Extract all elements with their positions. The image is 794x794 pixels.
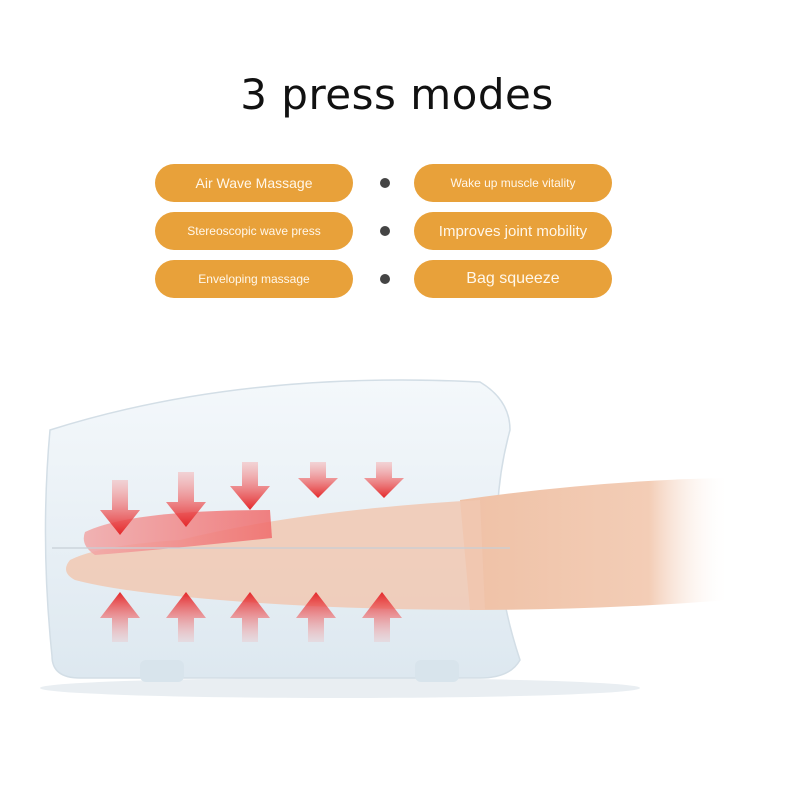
hand-massager-illustration bbox=[40, 379, 730, 698]
floor-shadow bbox=[40, 678, 640, 698]
mode-row-1: Air Wave Massage Wake up muscle vitality bbox=[155, 164, 615, 202]
device-foot-right bbox=[415, 660, 459, 682]
bullet-dot bbox=[380, 178, 390, 188]
benefit-label-bag-squeeze: Bag squeeze bbox=[414, 260, 612, 298]
arrow-down-icon bbox=[298, 462, 338, 498]
arrow-up-icon bbox=[362, 592, 402, 642]
compression-arrows-bottom bbox=[100, 592, 402, 642]
page-title: 3 press modes bbox=[240, 70, 554, 119]
arrow-up-icon bbox=[230, 592, 270, 642]
arrow-down-icon bbox=[364, 462, 404, 498]
mode-row-3: Enveloping massage Bag squeeze bbox=[155, 260, 615, 298]
benefit-label-joint-mobility: Improves joint mobility bbox=[414, 212, 612, 250]
benefit-label-muscle-vitality: Wake up muscle vitality bbox=[414, 164, 612, 202]
arrow-up-icon bbox=[166, 592, 206, 642]
device-foot-left bbox=[140, 660, 184, 682]
mode-label-stereoscopic: Stereoscopic wave press bbox=[155, 212, 353, 250]
hand bbox=[66, 500, 485, 610]
mode-label-air-wave: Air Wave Massage bbox=[155, 164, 353, 202]
arrow-down-icon bbox=[166, 472, 206, 527]
arrow-down-icon bbox=[230, 462, 270, 510]
mode-row-2: Stereoscopic wave press Improves joint m… bbox=[155, 212, 615, 250]
forearm bbox=[460, 478, 730, 610]
compression-arrows-top bbox=[100, 462, 404, 535]
mode-label-enveloping: Enveloping massage bbox=[155, 260, 353, 298]
arrow-up-icon bbox=[296, 592, 336, 642]
bullet-dot bbox=[380, 274, 390, 284]
bullet-dot bbox=[380, 226, 390, 236]
arrow-up-icon bbox=[100, 592, 140, 642]
arrow-down-icon bbox=[100, 480, 140, 535]
